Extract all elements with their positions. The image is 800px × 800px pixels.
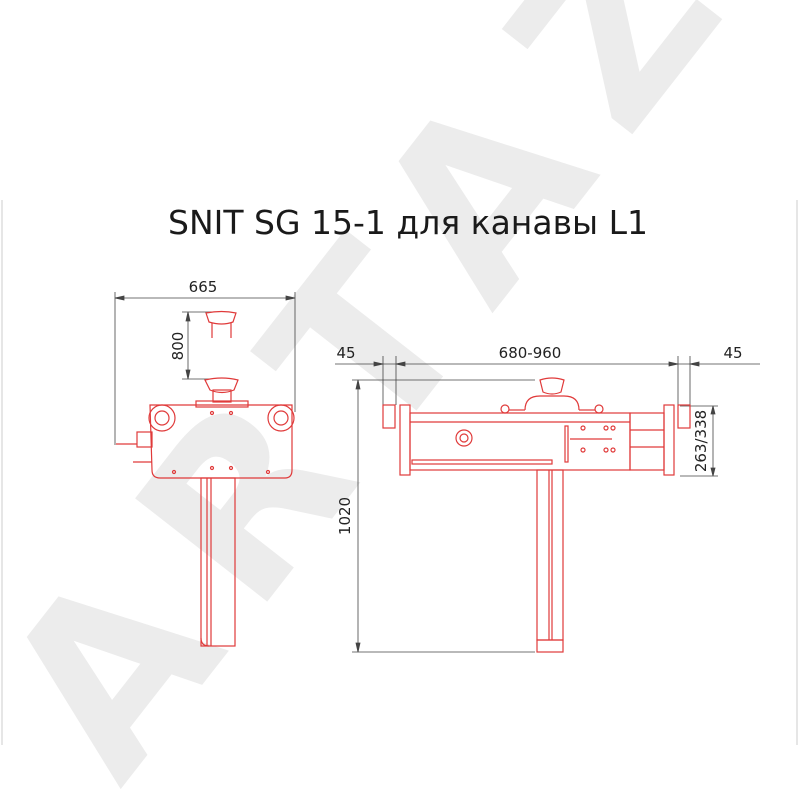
dim-1020-label: 1020 [336, 497, 354, 535]
dimension-top-chain [335, 356, 760, 405]
side-view: 665 800 [114, 278, 296, 647]
jack-body-front [382, 404, 691, 476]
dim-45-left-label: 45 [336, 344, 355, 362]
dim-680-960-label: 680-960 [499, 344, 562, 362]
jack-column-side [200, 477, 236, 647]
dim-665-label: 665 [189, 278, 218, 296]
dim-263-338-label: 263/338 [692, 410, 710, 472]
dim-800-label: 800 [169, 332, 187, 361]
lift-pad-front [500, 377, 604, 414]
dim-45-right-label: 45 [723, 344, 742, 362]
dimension-263-338 [680, 405, 718, 477]
lift-pad-lowered [195, 377, 249, 408]
lift-pad-raised [205, 310, 237, 338]
dimension-665 [114, 292, 296, 445]
jack-column-front [536, 469, 564, 653]
front-view: 45 680-960 45 1020 263/338 [335, 344, 760, 653]
dimension-800 [182, 311, 214, 380]
dimension-1020 [352, 379, 535, 653]
jack-body-side [116, 404, 295, 479]
drawing-title: SNIT SG 15-1 для канавы L1 [168, 203, 648, 242]
